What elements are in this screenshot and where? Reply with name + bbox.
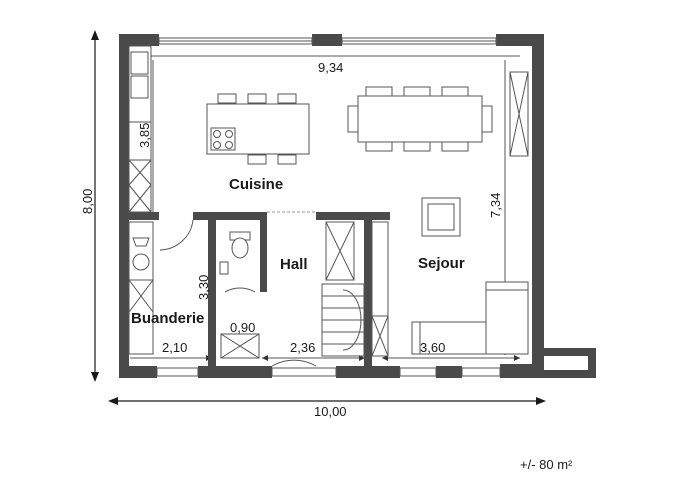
dim-inner-width: 9,34 <box>318 60 343 75</box>
laundry-furniture <box>128 219 194 355</box>
room-label-sejour: Sejour <box>418 255 465 272</box>
dim-hall-width: 2,36 <box>290 340 315 355</box>
room-label-buanderie: Buanderie <box>131 310 204 327</box>
area-label: +/- 80 m² <box>520 457 573 472</box>
dim-overall-depth: 8,00 <box>80 189 95 214</box>
walls <box>119 34 596 378</box>
dim-laundry-depth: 3,30 <box>196 275 211 300</box>
windows <box>156 37 501 377</box>
wc <box>219 231 260 359</box>
dim-living-width: 3,60 <box>420 340 445 355</box>
dim-wc-width: 0,90 <box>230 320 255 335</box>
dim-overall-width: 10,00 <box>314 404 347 419</box>
dimension-lines <box>91 30 546 405</box>
staircase <box>267 211 389 357</box>
dim-living-depth: 7,34 <box>488 193 503 218</box>
kitchen-furniture <box>128 45 310 213</box>
dim-laundry-width: 2,10 <box>162 340 187 355</box>
dim-kitchen-depth: 3,85 <box>137 123 152 148</box>
room-label-hall: Hall <box>280 256 308 273</box>
room-label-cuisine: Cuisine <box>229 176 283 193</box>
dining-table <box>347 86 493 152</box>
living-furniture <box>411 71 529 355</box>
